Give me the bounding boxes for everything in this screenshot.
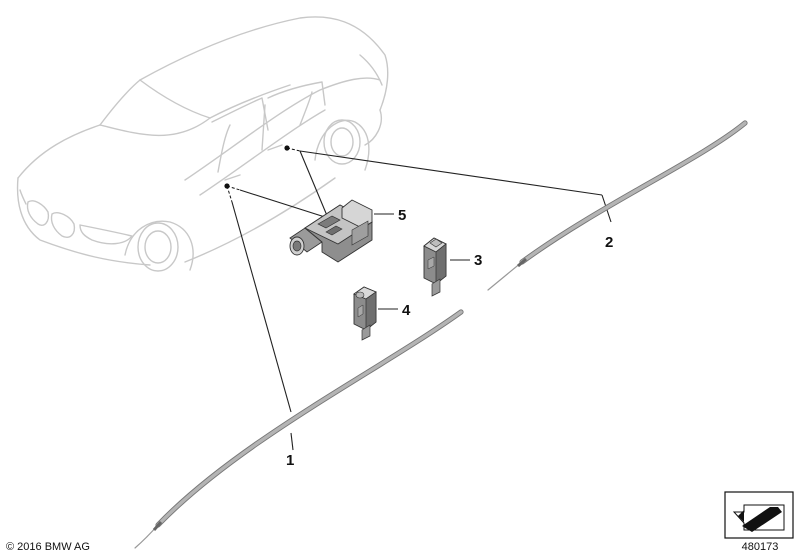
callout-part-4: 4 <box>402 302 411 319</box>
cable-part-2 <box>487 120 748 291</box>
callout-part-2: 2 <box>605 234 613 251</box>
leader-lines <box>231 150 612 451</box>
connector-part-5 <box>289 199 373 263</box>
door-mount-points <box>224 145 301 203</box>
page-corner-arrow-icon <box>724 491 794 539</box>
cable-part-1 <box>134 309 464 549</box>
diagram-number: 480173 <box>741 541 779 553</box>
callout-part-1: 1 <box>286 452 294 469</box>
connector-part-4 <box>353 286 377 341</box>
connector-part-3 <box>423 237 447 297</box>
callout-part-3: 3 <box>474 252 482 269</box>
callout-part-5: 5 <box>398 207 406 224</box>
copyright-text: © 2016 BMW AG <box>6 541 90 553</box>
car-outline <box>16 16 389 272</box>
